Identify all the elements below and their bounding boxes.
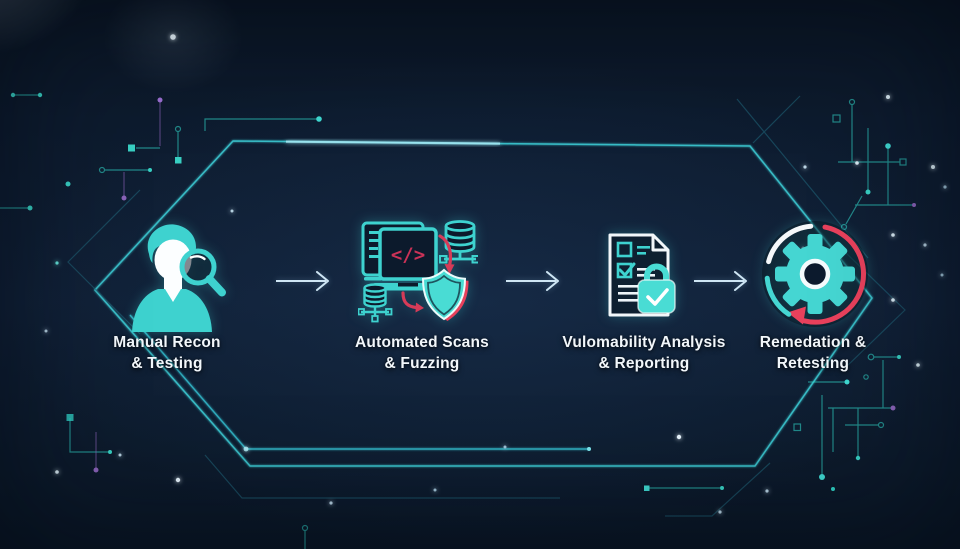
laptop: </> (372, 227, 444, 291)
stage-label-line: Vulomability Analysis (562, 334, 726, 351)
echo-lines (67, 95, 906, 517)
cycle-arc-white (766, 223, 814, 265)
gear (775, 234, 855, 314)
stage-label-vuln-analysis: Vulomability Analysis & Reporting (534, 332, 754, 374)
cycle-arrowhead (787, 306, 806, 325)
arrow-right-icon (694, 271, 747, 291)
cycle-arrows (764, 223, 866, 325)
code-symbol: </> (391, 244, 425, 266)
shield (421, 268, 469, 321)
lens-highlight (189, 255, 206, 261)
stage-label-line: Retesting (776, 355, 850, 372)
magnifier-handle (205, 275, 226, 297)
magnifier-lens (179, 248, 217, 286)
stage-label-line: Remedation & (759, 334, 867, 351)
cycle-arc-teal (764, 275, 792, 317)
cycle-arc-red (801, 224, 866, 325)
analyst-magnifying-glass-icon (132, 224, 226, 332)
circuit-traces (0, 92, 916, 549)
devices-database-shield-icon: </> (358, 220, 478, 323)
neck (164, 274, 182, 290)
stage-label-line: & Fuzzing (384, 355, 460, 372)
stage-label-automated-scans: Automated Scans & Fuzzing (312, 332, 532, 374)
arrow-right-icon (276, 271, 329, 291)
stage-label-remediation: Remedation & Retesting (703, 332, 923, 374)
stage-label-line: Manual Recon (113, 334, 221, 351)
checkbox-2 (616, 262, 633, 279)
padlock (637, 263, 676, 314)
stage-label-line: Automated Scans (355, 334, 489, 351)
hexagon-outline (93, 140, 873, 468)
gear-cycle-arrows-icon (762, 221, 868, 327)
database-large (439, 220, 478, 264)
arrow-right-icon (506, 271, 559, 291)
red-flow-arrows (401, 234, 455, 313)
torso (132, 289, 212, 332)
database-small (358, 283, 393, 323)
collar (165, 289, 181, 302)
stage-label-manual-recon: Manual Recon & Testing (57, 332, 277, 374)
checkbox-1 (616, 241, 633, 258)
stage-label-line: & Testing (131, 355, 203, 372)
report-checklist-lock-icon (608, 233, 676, 317)
stage-label-line: & Reporting (598, 355, 690, 372)
